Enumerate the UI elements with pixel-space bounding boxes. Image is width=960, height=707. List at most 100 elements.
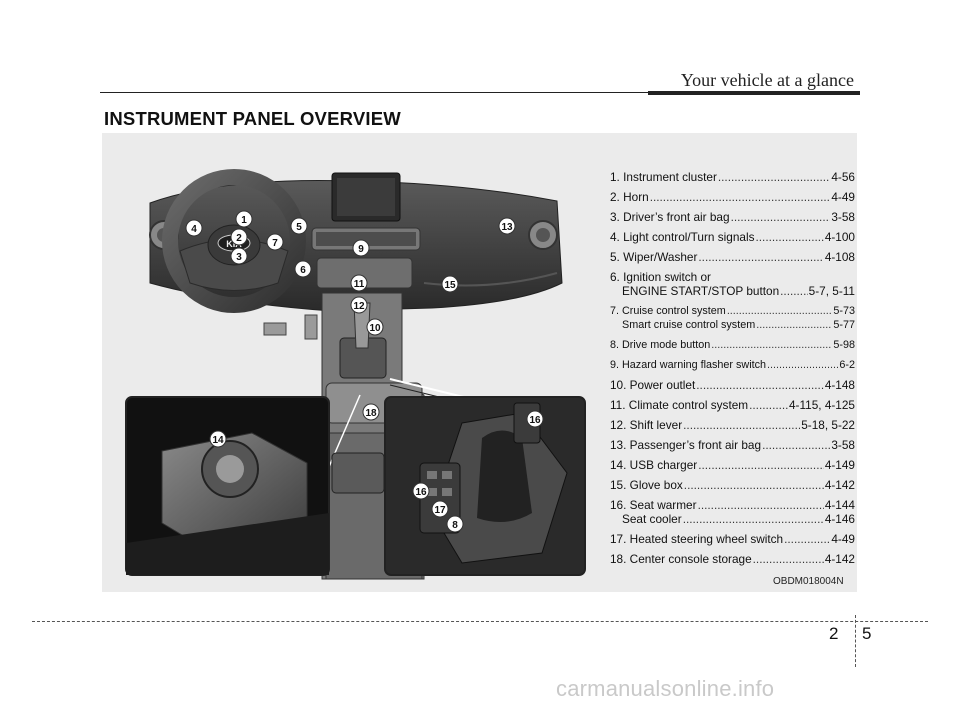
item-page-ref: 6-2 <box>839 359 855 371</box>
leader-dots <box>731 210 831 224</box>
list-item-line: 18. Center console storage4-142 <box>610 552 855 566</box>
list-item: 17. Heated steering wheel switch 4-49 <box>610 532 855 546</box>
svg-text:6: 6 <box>300 265 306 276</box>
list-item-line: 6. Ignition switch or <box>610 270 855 284</box>
list-item-line: 16. Seat warmer4-144 <box>610 498 855 512</box>
leader-dots <box>762 438 830 452</box>
item-label: 8. Drive mode button <box>610 339 711 351</box>
leader-dots <box>756 318 832 332</box>
list-item: 11. Climate control system4-115, 4-125 <box>610 398 855 412</box>
item-page-ref: 4-146 <box>824 512 855 526</box>
svg-text:2: 2 <box>236 233 242 244</box>
svg-text:1: 1 <box>241 215 247 226</box>
leader-dots <box>683 418 800 432</box>
callout-2: 2 <box>230 228 248 246</box>
item-label: Smart cruise control system <box>622 319 756 331</box>
list-item-subline: Seat cooler 4-146 <box>610 512 855 526</box>
item-label: 5. Wiper/Washer <box>610 250 698 264</box>
item-label: 16. Seat warmer <box>610 498 697 512</box>
svg-text:15: 15 <box>444 280 456 291</box>
leader-dots <box>696 378 824 392</box>
list-item: 9. Hazard warning flasher switch6-2 <box>610 358 855 372</box>
item-page-ref: 5-73 <box>833 305 855 317</box>
svg-text:10: 10 <box>369 323 381 334</box>
list-item: 14. USB charger 4-149 <box>610 458 855 472</box>
leader-dots <box>711 338 832 352</box>
item-label: 15. Glove box <box>610 478 683 492</box>
svg-text:7: 7 <box>272 238 278 249</box>
leader-dots <box>698 498 824 512</box>
item-label: 3. Driver’s front air bag <box>610 210 730 224</box>
footer-rule <box>32 621 928 622</box>
list-item-line: 8. Drive mode button 5-98 <box>610 338 855 352</box>
callout-7: 7 <box>266 233 284 251</box>
steering-wheel: KIA <box>162 169 306 313</box>
callout-16b: 16 <box>412 482 430 500</box>
list-item-line: 2. Horn4-49 <box>610 190 855 204</box>
item-label: 7. Cruise control system <box>610 305 726 317</box>
svg-text:14: 14 <box>212 435 224 446</box>
page-number: 5 <box>862 624 872 643</box>
item-label: 1. Instrument cluster <box>610 170 717 184</box>
item-label: 4. Light control/Turn signals <box>610 230 755 244</box>
item-page-ref: 5-77 <box>833 319 855 331</box>
callout-14: 14 <box>209 430 227 448</box>
list-item: 18. Center console storage4-142 <box>610 552 855 566</box>
svg-text:4: 4 <box>191 224 197 235</box>
item-page-ref: 4-100 <box>824 230 855 244</box>
list-item: 4. Light control/Turn signals 4-100 <box>610 230 855 244</box>
svg-text:11: 11 <box>354 279 365 290</box>
item-label: Seat cooler <box>622 512 682 526</box>
leader-dots <box>727 304 833 318</box>
instrument-panel-illustration: KIA 1 2 3 4 5 6 7 8 9 10 11 12 13 1 <box>125 169 586 580</box>
item-label: 17. Heated steering wheel switch <box>610 532 784 546</box>
list-item-line: 10. Power outlet4-148 <box>610 378 855 392</box>
list-item-line: 7. Cruise control system 5-73 <box>610 304 855 318</box>
item-page-ref: 5-98 <box>833 339 855 351</box>
list-item-line: 1. Instrument cluster 4-56 <box>610 170 855 184</box>
item-page-ref: 4-142 <box>824 478 855 492</box>
list-item-line: 13. Passenger’s front air bag3-58 <box>610 438 855 452</box>
svg-text:9: 9 <box>358 244 364 255</box>
svg-text:5: 5 <box>296 222 302 233</box>
item-label: 14. USB charger <box>610 458 698 472</box>
list-item-subline: ENGINE START/STOP button5-7, 5-11 <box>610 284 855 298</box>
leader-dots <box>749 398 788 412</box>
item-page-ref: 4-49 <box>831 532 855 546</box>
svg-text:12: 12 <box>353 301 365 312</box>
header-rule-accent <box>648 91 860 95</box>
item-label: 10. Power outlet <box>610 378 696 392</box>
leader-dots <box>683 512 824 526</box>
callout-5: 5 <box>290 217 308 235</box>
item-label: 13. Passenger’s front air bag <box>610 438 762 452</box>
list-item-line: 9. Hazard warning flasher switch6-2 <box>610 358 855 372</box>
callout-10: 10 <box>366 318 384 336</box>
leader-dots <box>698 250 823 264</box>
svg-text:17: 17 <box>434 505 446 516</box>
list-item: 3. Driver’s front air bag3-58 <box>610 210 855 224</box>
svg-text:16: 16 <box>529 415 541 426</box>
leader-dots <box>784 532 830 546</box>
callout-12: 12 <box>350 296 368 314</box>
section-title: INSTRUMENT PANEL OVERVIEW <box>104 108 401 129</box>
brake-pedal <box>263 322 287 336</box>
callout-3: 3 <box>230 247 248 265</box>
item-page-ref: 4-149 <box>824 458 855 472</box>
list-item: 5. Wiper/Washer4-108 <box>610 250 855 264</box>
list-item-line: 17. Heated steering wheel switch 4-49 <box>610 532 855 546</box>
list-item-line: 3. Driver’s front air bag3-58 <box>610 210 855 224</box>
item-page-ref: 5-18, 5-22 <box>801 418 855 432</box>
figure-code: OBDM018004N <box>773 576 844 587</box>
list-item: 8. Drive mode button 5-98 <box>610 338 855 352</box>
reference-list: 1. Instrument cluster 4-56 2. Horn4-49 3. D… <box>610 170 855 572</box>
callout-13: 13 <box>498 217 516 235</box>
leader-dots <box>650 190 831 204</box>
item-page-ref: 4-56 <box>831 170 855 184</box>
item-label: ENGINE START/STOP button <box>622 284 780 298</box>
item-label: 12. Shift lever <box>610 418 683 432</box>
list-item: 13. Passenger’s front air bag3-58 <box>610 438 855 452</box>
header-rule <box>100 92 860 93</box>
